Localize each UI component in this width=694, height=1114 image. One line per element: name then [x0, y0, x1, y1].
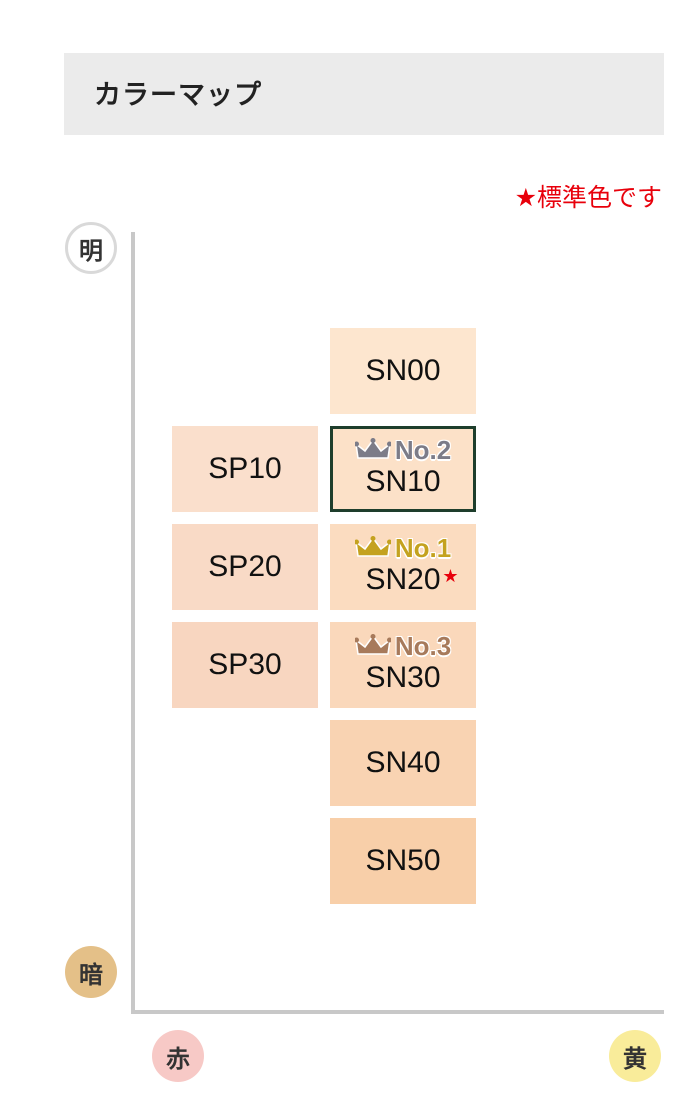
standard-color-note: ★標準色です	[514, 183, 662, 212]
bright-label-badge: 明	[65, 222, 117, 274]
swatch-code: SN20 ★	[365, 563, 458, 597]
brightness-axis	[131, 232, 135, 1014]
section-title: カラーマップ	[94, 80, 262, 111]
rank-label: No.1	[354, 532, 452, 563]
swatch-code: SN30	[365, 661, 441, 694]
rank-text: No.1	[394, 532, 452, 563]
swatch-sp10[interactable]: SP10	[172, 426, 318, 512]
rank-label: No.3	[354, 630, 452, 661]
swatch-sn40[interactable]: SN40	[330, 720, 476, 806]
swatch-sn50[interactable]: SN50	[330, 818, 476, 904]
swatch-code: SN50	[365, 844, 441, 877]
swatch-sp20[interactable]: SP20	[172, 524, 318, 610]
rank-label: No.2	[354, 434, 452, 465]
swatch-code: SP30	[208, 648, 282, 681]
crown-icon	[354, 634, 391, 655]
crown-icon	[354, 536, 391, 557]
swatch-code: SN10	[365, 465, 441, 498]
hue-axis	[131, 1010, 664, 1014]
swatch-sn00[interactable]: SN00	[330, 328, 476, 414]
swatch-sp30[interactable]: SP30	[172, 622, 318, 708]
swatch-code: SP10	[208, 452, 282, 485]
swatch-sn30[interactable]: No.3 SN30	[330, 622, 476, 708]
standard-star-icon: ★	[442, 566, 459, 586]
rank-text: No.2	[394, 434, 452, 465]
swatch-code: SN40	[365, 746, 441, 779]
dark-label-badge: 暗	[65, 946, 117, 998]
rank-text: No.3	[394, 630, 452, 661]
section-header: カラーマップ	[64, 53, 664, 135]
swatch-code: SN00	[365, 354, 441, 387]
swatch-sn10[interactable]: No.2 SN10	[330, 426, 476, 512]
crown-icon	[354, 438, 391, 459]
swatch-sn20[interactable]: No.1 SN20 ★	[330, 524, 476, 610]
swatch-code: SP20	[208, 550, 282, 583]
red-label-badge: 赤	[152, 1030, 204, 1082]
swatch-code-text: SN20	[365, 563, 441, 596]
yellow-label-badge: 黄	[609, 1030, 661, 1082]
